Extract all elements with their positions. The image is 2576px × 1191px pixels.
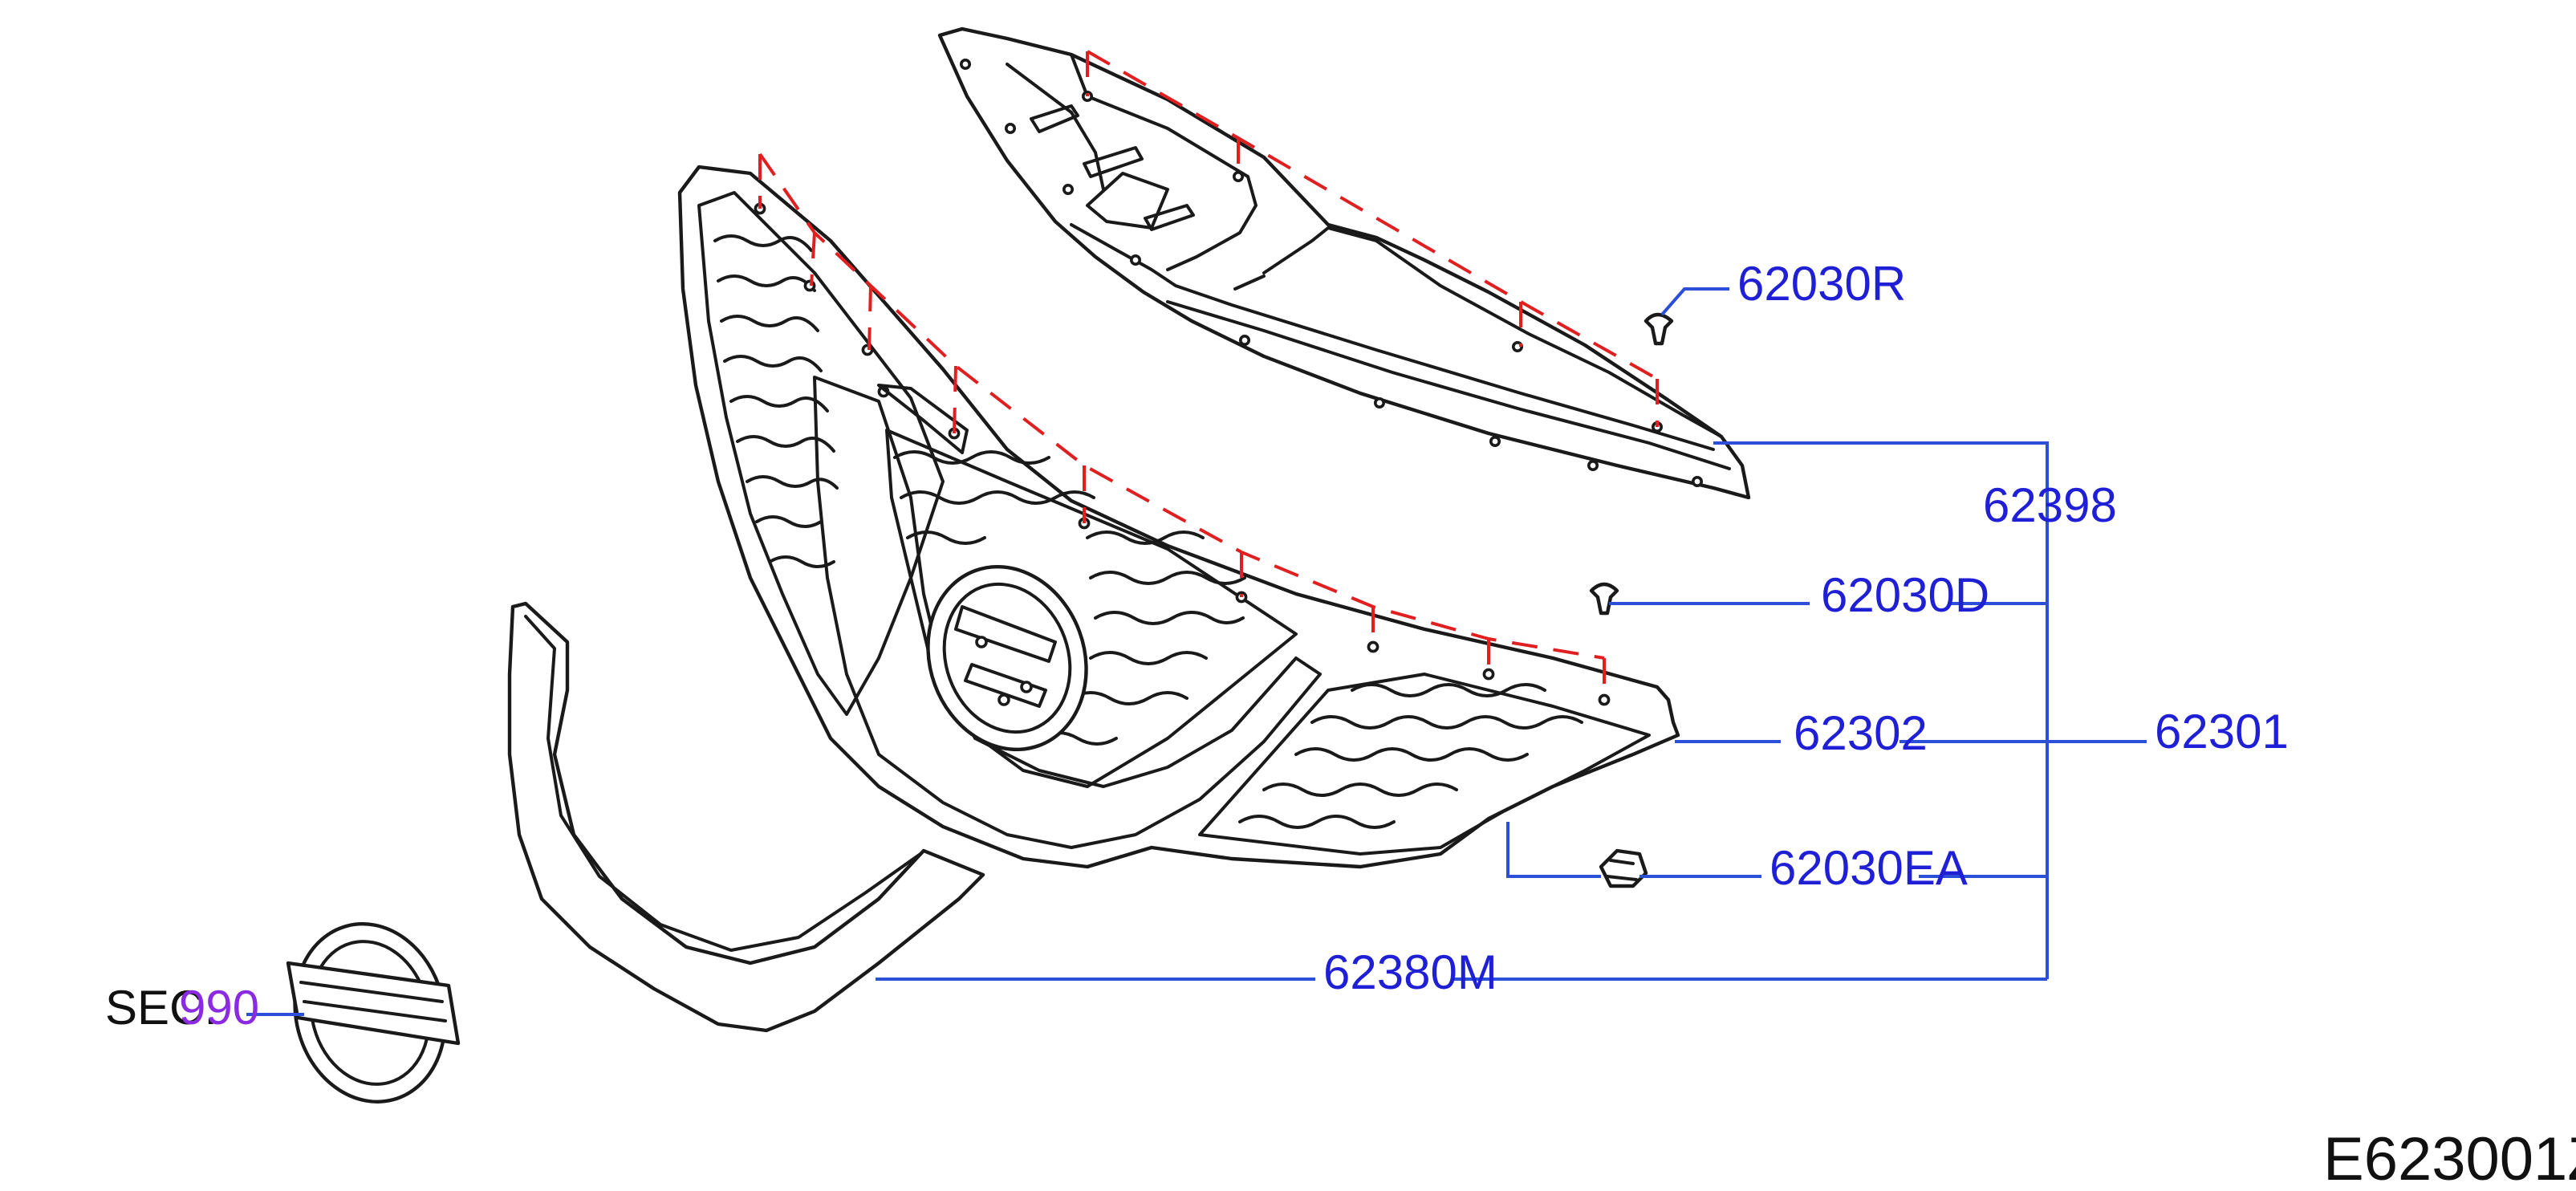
label-62030EA[interactable]: 62030EA: [1769, 841, 1968, 895]
clip-62030R: [1644, 312, 1674, 346]
leader-lines: [246, 287, 2147, 1016]
label-62380M[interactable]: 62380M: [1323, 945, 1497, 999]
clip-62030EA: [1599, 848, 1648, 888]
grille-molding: [507, 601, 985, 1033]
clip-62030D: [1589, 582, 1619, 616]
label-62302[interactable]: 62302: [1794, 706, 1928, 760]
upper-seal-panel: [937, 26, 1751, 500]
diagram-code: E623001Z: [2323, 1125, 2576, 1191]
front-grille-assembly: [677, 165, 1680, 869]
section-prefix: SEC.: [105, 981, 217, 1035]
label-62030D[interactable]: 62030D: [1821, 568, 1989, 622]
part-labels: 62030R 62398 62030D 62302 62301 62030EA …: [105, 257, 2576, 1191]
emblem-mount: [926, 564, 1088, 752]
label-62030R[interactable]: 62030R: [1737, 257, 1906, 311]
nissan-emblem: [286, 922, 461, 1104]
section-link-990[interactable]: 990: [179, 981, 259, 1035]
phantom-line-lower: [758, 152, 1605, 660]
phantom-line-upper: [1087, 50, 1658, 380]
label-62398[interactable]: 62398: [1983, 478, 2117, 532]
phantom-lines: [758, 50, 1659, 700]
grille-mesh-pattern: [713, 234, 1583, 829]
grille-clip-holes: [754, 202, 1611, 706]
seal-mounting-holes: [960, 59, 1704, 487]
label-62301[interactable]: 62301: [2155, 705, 2289, 758]
